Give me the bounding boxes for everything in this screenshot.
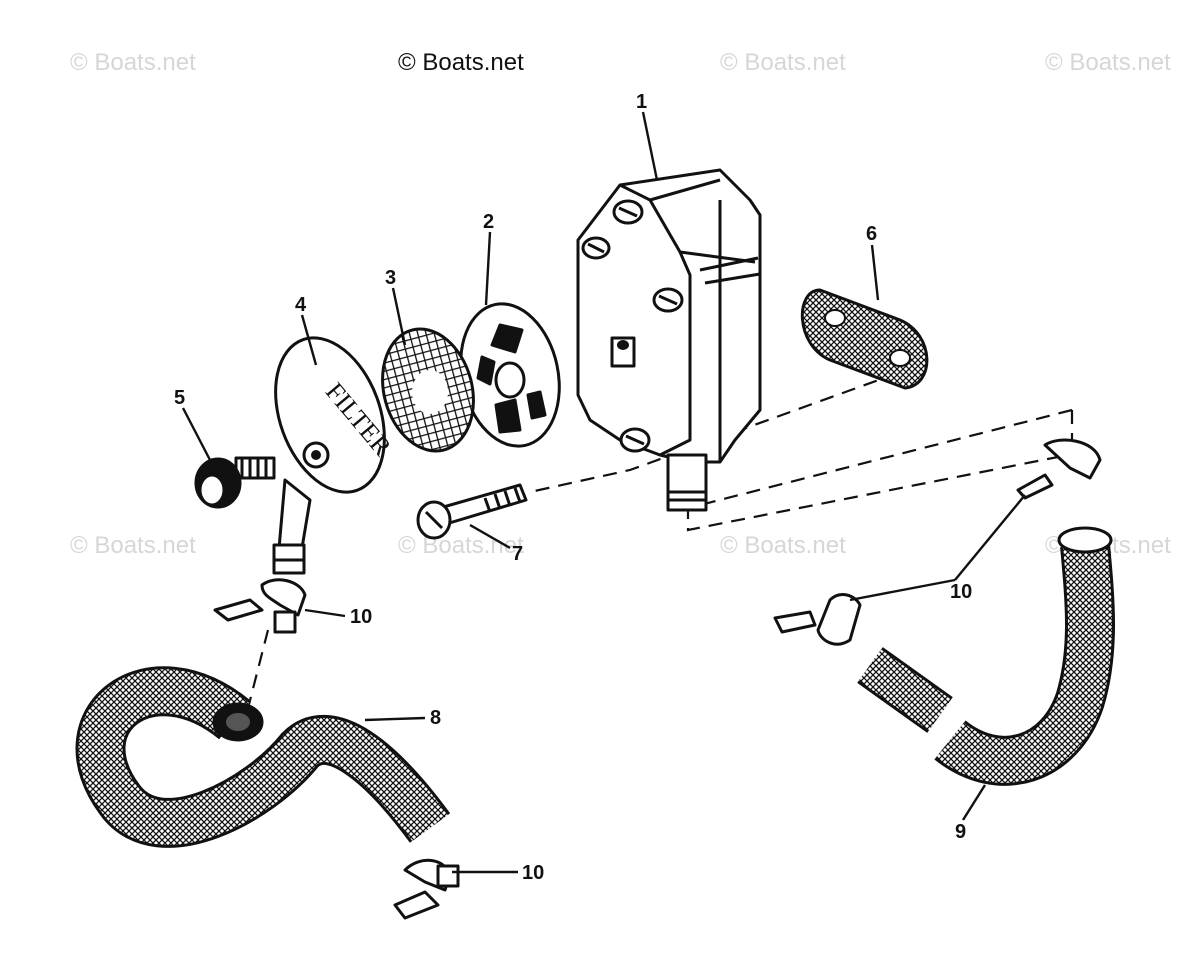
callout-8: 8 [430, 707, 441, 729]
watermark: © Boats.net [398, 49, 524, 76]
callout-3: 3 [385, 267, 396, 289]
callout-7: 7 [512, 543, 523, 565]
callout-1: 1 [636, 91, 647, 113]
watermark: © Boats.net [70, 532, 196, 559]
fuel-hose-l-shaped [857, 526, 1115, 786]
callout-5: 5 [174, 387, 185, 409]
long-screw [416, 483, 528, 540]
callout-4: 4 [295, 294, 307, 316]
callout-10: 10 [350, 606, 372, 628]
callout-10: 10 [950, 581, 972, 603]
watermark: © Boats.net [720, 532, 846, 559]
callout-6: 6 [866, 223, 877, 245]
thumb-screw [194, 456, 276, 509]
hose-clamp [773, 593, 862, 646]
fuel-hose-long [75, 666, 451, 848]
callout-9: 9 [955, 821, 966, 843]
callout-10: 10 [522, 862, 544, 884]
gasket [800, 288, 929, 390]
watermark: © Boats.net [398, 532, 524, 559]
watermark: © Boats.net [1045, 49, 1171, 76]
watermark: © Boats.net [720, 49, 846, 76]
hose-clamp [213, 578, 307, 634]
fuel-pump-body [576, 168, 762, 512]
leader-lines [181, 111, 1026, 874]
watermark: © Boats.net [70, 49, 196, 76]
filter-cover: FILTER [272, 336, 398, 575]
filter-screen [381, 327, 475, 453]
hose-clamp [1016, 438, 1102, 500]
callout-2: 2 [483, 211, 494, 233]
hose-clamp [393, 858, 460, 920]
